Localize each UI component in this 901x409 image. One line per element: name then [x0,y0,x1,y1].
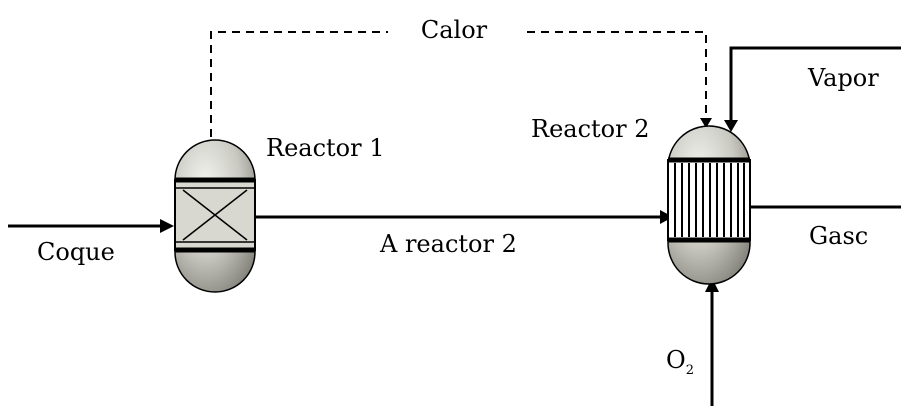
reactor-2-label: Reactor 2 [531,115,650,143]
feed-arrowhead [160,219,174,233]
reactor-1-label: Reactor 1 [266,134,385,162]
feed-label: Coque [37,238,115,266]
reactor-1-vessel [174,139,256,293]
steam-line [724,46,901,132]
steam-arrowhead [724,120,738,132]
tube-bundle [674,163,745,237]
oxygen-label: O2 [666,346,694,378]
oxygen-symbol: O [666,346,686,374]
oxygen-subscript: 2 [686,363,694,378]
oxygen-line [705,278,719,406]
transfer-label: A reactor 2 [379,230,517,258]
feed-line [8,219,174,233]
transfer-arrowhead [660,210,673,224]
steam-label: Vapor [807,64,879,92]
reactor-2-vessel [667,125,751,285]
heat-dashed-line [210,31,712,137]
oxygen-arrowhead [705,278,719,292]
heat-arrowhead [700,118,712,128]
transfer-line [254,210,673,224]
product-label: Gasc [809,222,868,250]
heat-label: Calor [421,16,488,44]
